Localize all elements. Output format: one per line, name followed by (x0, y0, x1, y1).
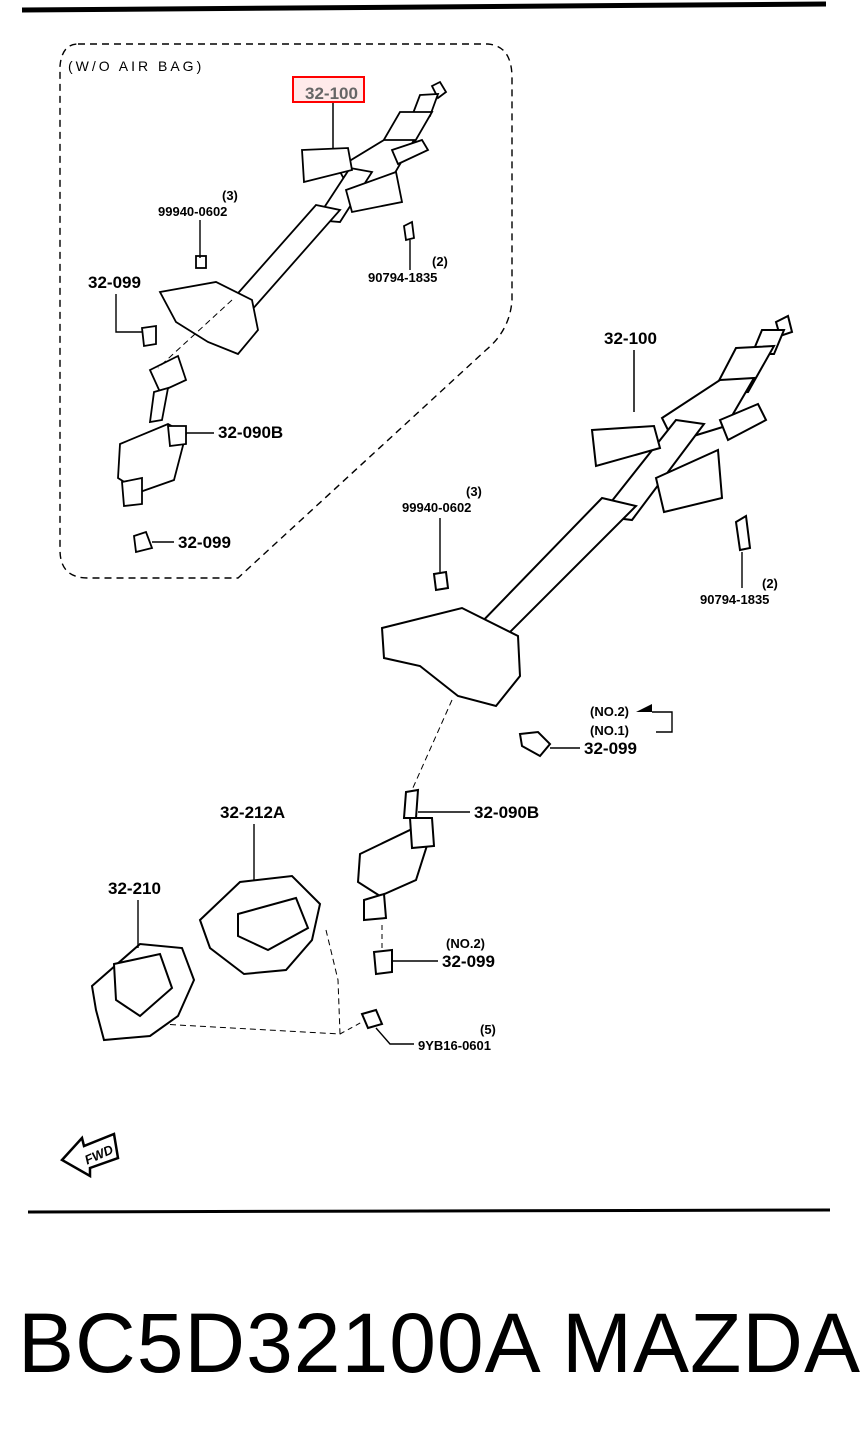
inset-steering-column (117, 80, 448, 554)
highlight-box (292, 76, 365, 103)
fwd-arrow-icon: FWD (60, 1132, 120, 1179)
inset-bolt-label: 90794-1835 (368, 270, 437, 285)
arrow-icon (636, 704, 652, 712)
brand-name: MAZDA (562, 1296, 861, 1390)
inset-bolt-qty: (2) (432, 254, 448, 269)
cover-label: 32-210 (108, 879, 161, 898)
main-lower-bolt-label: 32-099 (442, 952, 495, 971)
part-number: BC5D32100A (18, 1296, 542, 1390)
main-nut-qty: (3) (466, 484, 482, 499)
inset-column-label: 32-100 (305, 84, 358, 103)
nut2-label: 9YB16-0601 (418, 1038, 491, 1053)
inset-lower-bolt-label: 32-099 (178, 533, 231, 552)
inset-dashed-border (59, 43, 513, 579)
main-joint-label: 32-090B (474, 803, 539, 822)
inset-title: (W/O AIR BAG) (68, 58, 204, 74)
main-lower-note: (NO.2) (446, 936, 485, 951)
main-bolt-qty: (2) (762, 576, 778, 591)
inset-nut-label: 99940-0602 (158, 204, 227, 219)
main-column-label: 32-100 (604, 329, 657, 348)
main-steering-column (356, 314, 794, 1030)
inset-upper-bolt-label: 32-099 (88, 273, 141, 292)
main-upper-bolt-label: 32-099 (584, 739, 637, 758)
top-rule (21, 1, 827, 13)
main-bolt-note-2: (NO.2) (590, 704, 629, 719)
inset-nut-qty: (3) (222, 188, 238, 203)
nut2-qty: (5) (480, 1022, 496, 1037)
main-nut-label: 99940-0602 (402, 500, 471, 515)
main-bolt-note-1: (NO.1) (590, 723, 629, 738)
cover-a-label: 32-212A (220, 803, 285, 822)
bottom-rule (27, 1208, 831, 1214)
steering-covers (90, 874, 322, 1042)
main-bolt-label: 90794-1835 (700, 592, 769, 607)
inset-joint-label: 32-090B (218, 423, 283, 442)
